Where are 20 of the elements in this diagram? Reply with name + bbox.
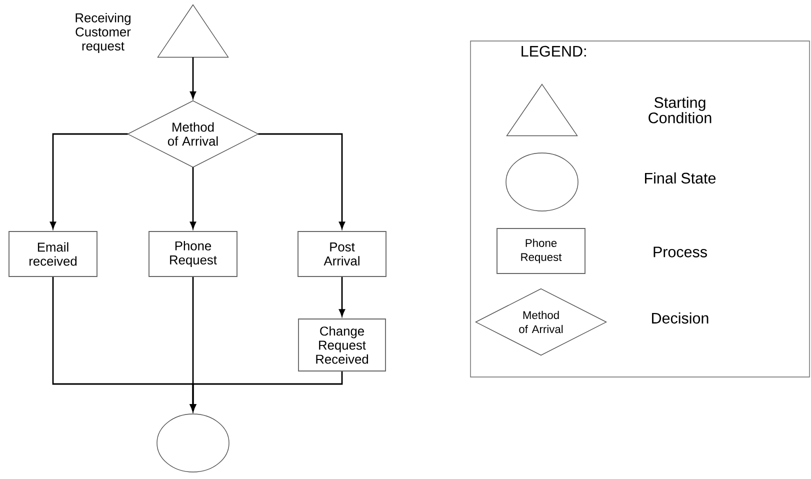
end-circle xyxy=(156,414,230,472)
arrow xyxy=(50,133,128,229)
legend-label: Process xyxy=(654,246,707,258)
legend-triangle xyxy=(506,84,578,136)
process-box: Phone Request xyxy=(148,231,238,277)
start-triangle xyxy=(157,4,229,58)
process-box: Email received xyxy=(8,231,98,277)
arrow xyxy=(190,167,196,229)
process-box: Change Request Received xyxy=(298,318,386,372)
arrow xyxy=(258,133,345,229)
legend-label: Final State xyxy=(645,172,716,184)
process-box: Post Arrival xyxy=(298,231,386,277)
arrow xyxy=(190,371,343,412)
legend-process-box: Phone Request xyxy=(496,228,586,274)
legend-label: Decision xyxy=(652,312,708,324)
legend-circle xyxy=(506,152,578,212)
arrow xyxy=(190,57,196,99)
node-caption: Receiving Customer request xyxy=(76,12,131,54)
legend-label: Starting Condition xyxy=(648,96,712,124)
arrow xyxy=(339,276,345,316)
